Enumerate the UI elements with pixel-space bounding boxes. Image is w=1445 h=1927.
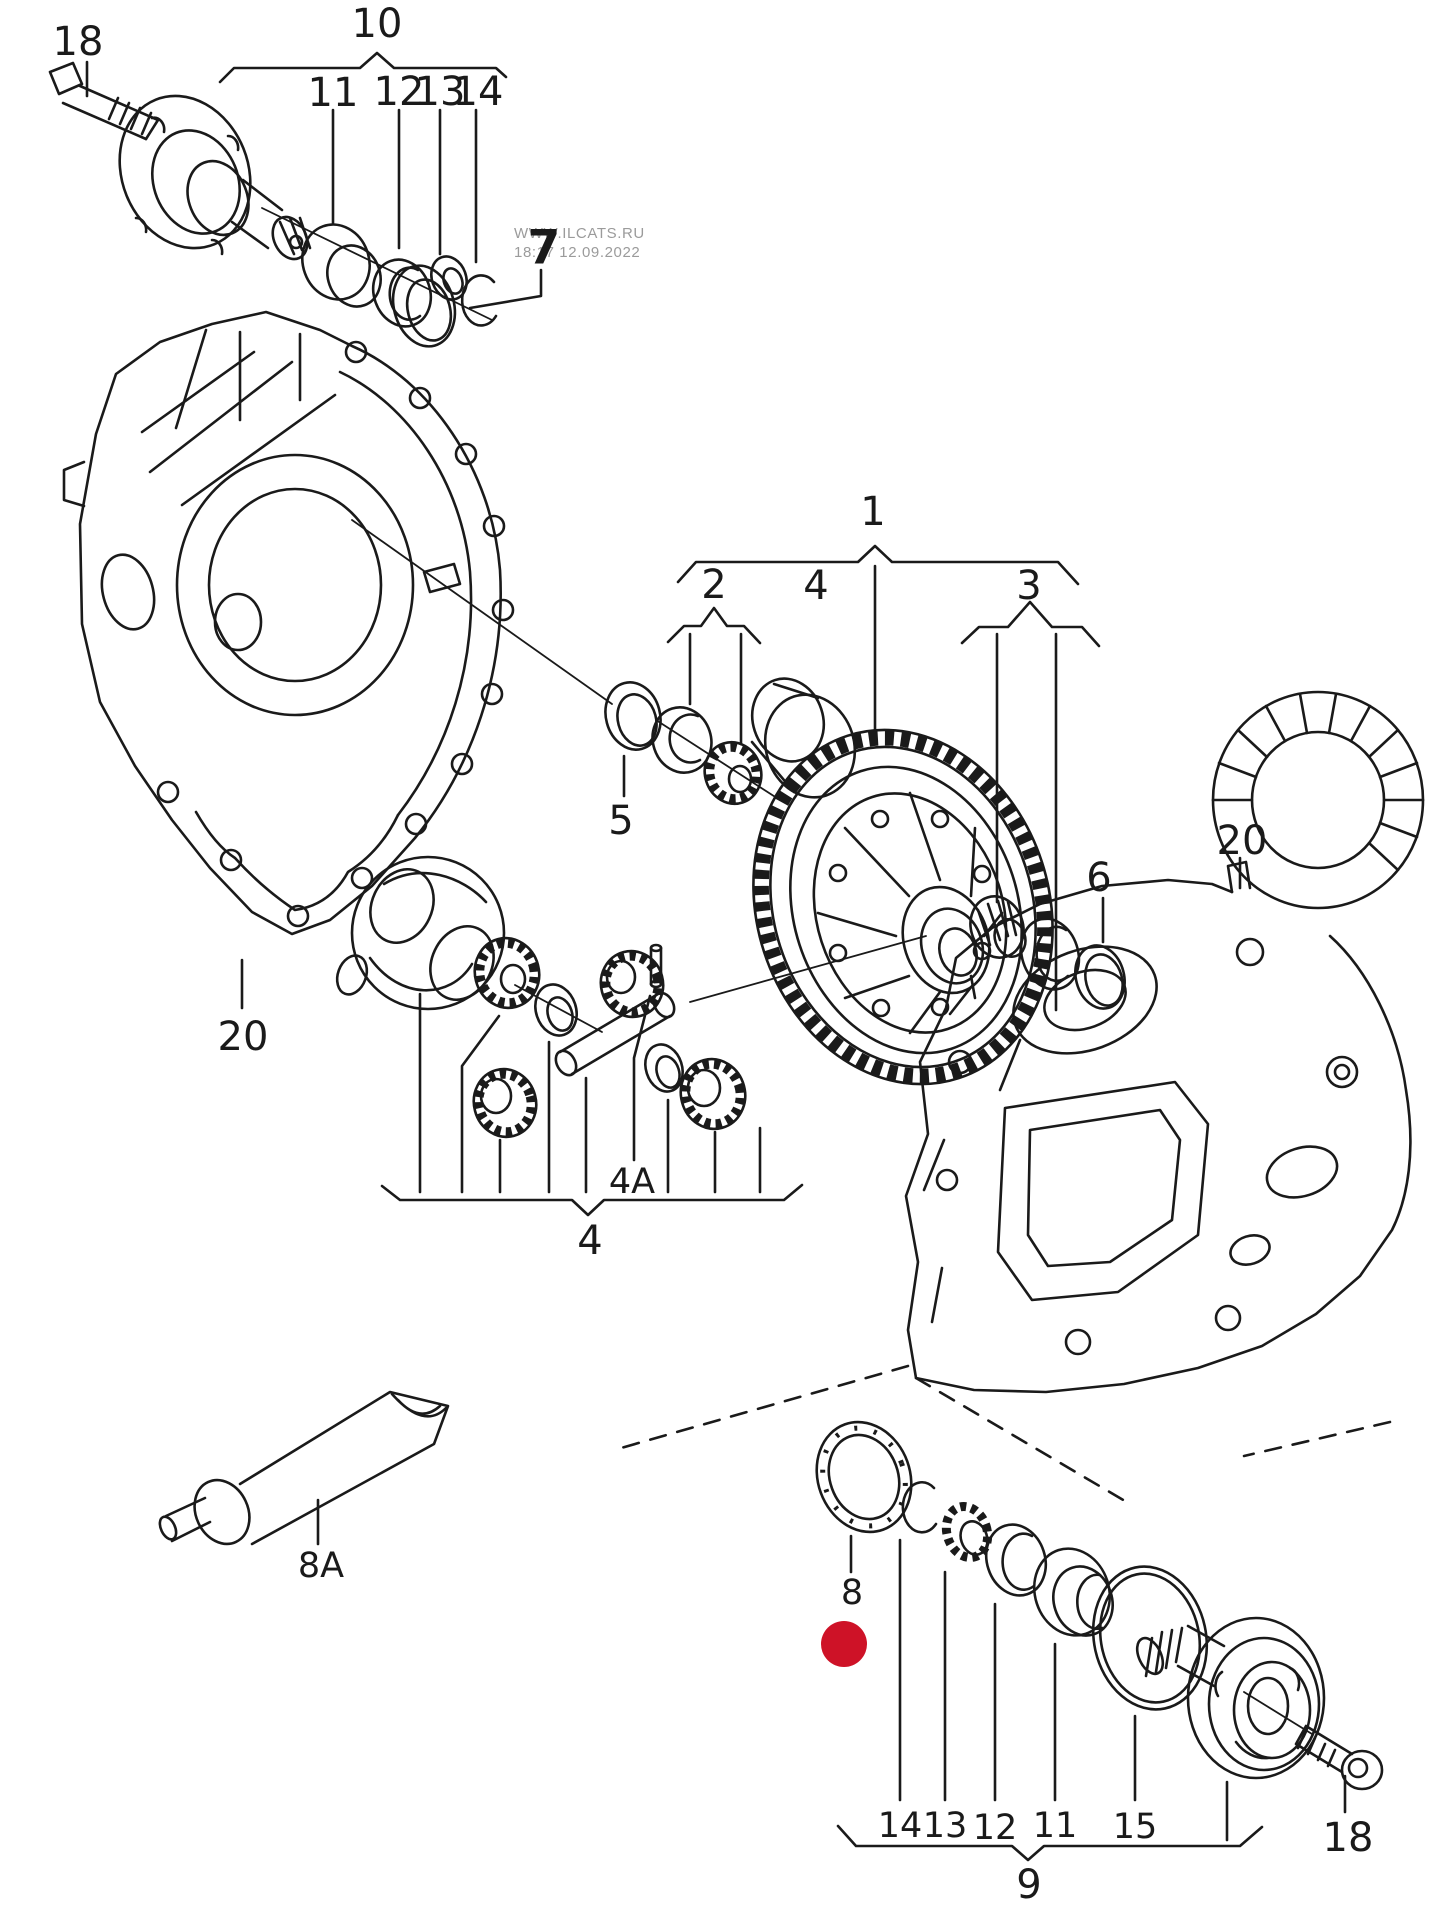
carrier-spokes bbox=[816, 791, 1004, 1035]
label-8: 8 bbox=[841, 1573, 863, 1613]
watermark: WWW.ILCATS.RU 18:17 12.09.2022 bbox=[514, 225, 645, 261]
label-11-top: 11 bbox=[308, 70, 359, 116]
label-2: 2 bbox=[701, 562, 726, 608]
label-6: 6 bbox=[1086, 855, 1111, 901]
selected-part-marker[interactable] bbox=[821, 1621, 867, 1667]
label-3: 3 bbox=[1016, 563, 1041, 609]
right-housing-drawing bbox=[904, 690, 1425, 1394]
label-11-bottom: 11 bbox=[1033, 1806, 1078, 1846]
output-flange-bottom-drawing bbox=[1135, 1616, 1326, 1780]
spider-gear-kit-drawing bbox=[335, 855, 747, 1139]
label-20-right: 20 bbox=[1217, 818, 1268, 864]
ring-gear-assembly-drawing bbox=[689, 677, 1054, 1086]
bearing-stack-top-drawing bbox=[301, 223, 498, 348]
label-5: 5 bbox=[608, 798, 633, 844]
housing-bolt-lugs bbox=[156, 340, 515, 928]
label-1: 1 bbox=[860, 489, 885, 535]
label-14-bottom: 14 bbox=[878, 1806, 923, 1846]
bearing-2-parts-drawing bbox=[651, 706, 781, 806]
watermark-url: WWW.ILCATS.RU bbox=[514, 225, 645, 242]
left-housing-drawing bbox=[62, 310, 613, 936]
watermark-timestamp: 18:17 12.09.2022 bbox=[514, 244, 640, 261]
label-20-left: 20 bbox=[218, 1014, 269, 1060]
part-labels: 18 10 11 12 13 14 7 1 2 4 3 5 6 20 20 4A… bbox=[53, 1, 1374, 1908]
carrier-rivet-holes bbox=[828, 809, 992, 1018]
taper-bearing-3-drawing bbox=[969, 895, 1081, 991]
label-13-bottom: 13 bbox=[923, 1806, 968, 1846]
label-7: 7 bbox=[528, 221, 561, 276]
label-13-top: 13 bbox=[415, 69, 466, 115]
label-4-upper: 4 bbox=[803, 563, 828, 609]
label-4A: 4A bbox=[609, 1162, 655, 1202]
label-18-bottom: 18 bbox=[1323, 1815, 1374, 1861]
circlip-5-drawing bbox=[604, 681, 662, 751]
label-4-mid: 4 bbox=[577, 1218, 602, 1264]
bolt-top-drawing bbox=[48, 61, 160, 141]
shim-8-drawing bbox=[815, 1420, 913, 1534]
label-9: 9 bbox=[1016, 1862, 1041, 1908]
label-12-top: 12 bbox=[374, 69, 425, 115]
housing-fins bbox=[1211, 692, 1425, 872]
label-8A: 8A bbox=[298, 1546, 344, 1586]
label-15-bottom: 15 bbox=[1113, 1807, 1158, 1847]
leader-lines bbox=[85, 51, 1347, 1862]
dashed-leader-lines bbox=[612, 1364, 1392, 1506]
parts-row-9-drawing bbox=[901, 1480, 1384, 1791]
sealant-tube-drawing bbox=[158, 1390, 450, 1546]
label-12-bottom: 12 bbox=[973, 1808, 1018, 1848]
label-14-top: 14 bbox=[453, 69, 504, 115]
bolt-bottom-drawing bbox=[1294, 1724, 1384, 1791]
label-10: 10 bbox=[352, 1, 403, 47]
label-18-top: 18 bbox=[53, 19, 104, 65]
